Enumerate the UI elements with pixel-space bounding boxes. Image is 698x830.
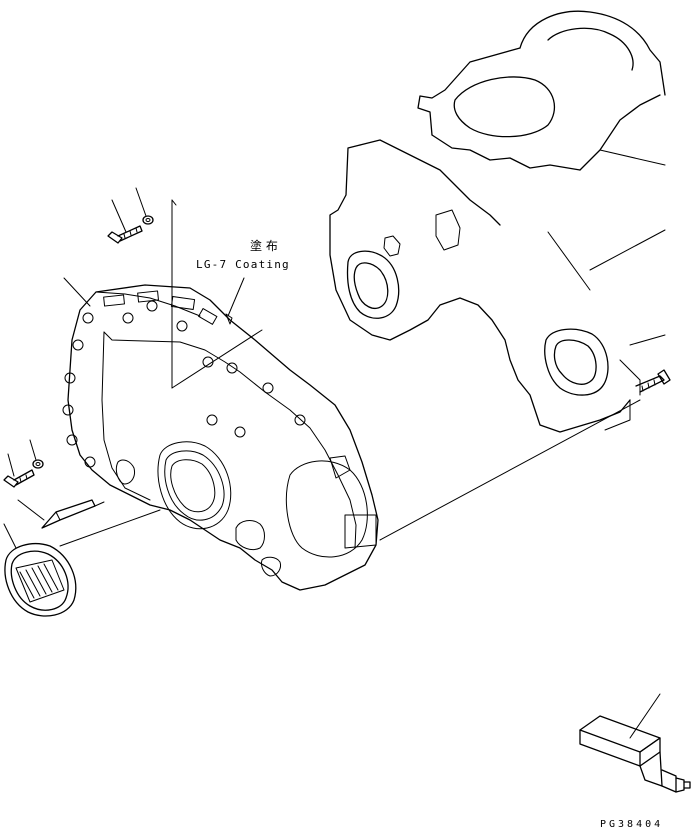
figure-code: PG38404 — [600, 819, 663, 830]
washer-lower — [32, 459, 44, 469]
oil-seal — [4, 543, 77, 617]
washer-upper — [142, 215, 154, 225]
dowel-pin — [41, 499, 105, 529]
coating-label: LG-7 Coating — [196, 258, 290, 271]
bolt-upper — [107, 225, 143, 244]
front-cover — [62, 284, 379, 591]
engine-block — [329, 10, 666, 433]
leader-lines — [3, 187, 661, 739]
bolt-right — [635, 369, 671, 393]
bolt-lower — [3, 469, 35, 488]
coating-label-cjk: 塗 布 — [250, 238, 278, 253]
installation-tool — [579, 715, 691, 793]
